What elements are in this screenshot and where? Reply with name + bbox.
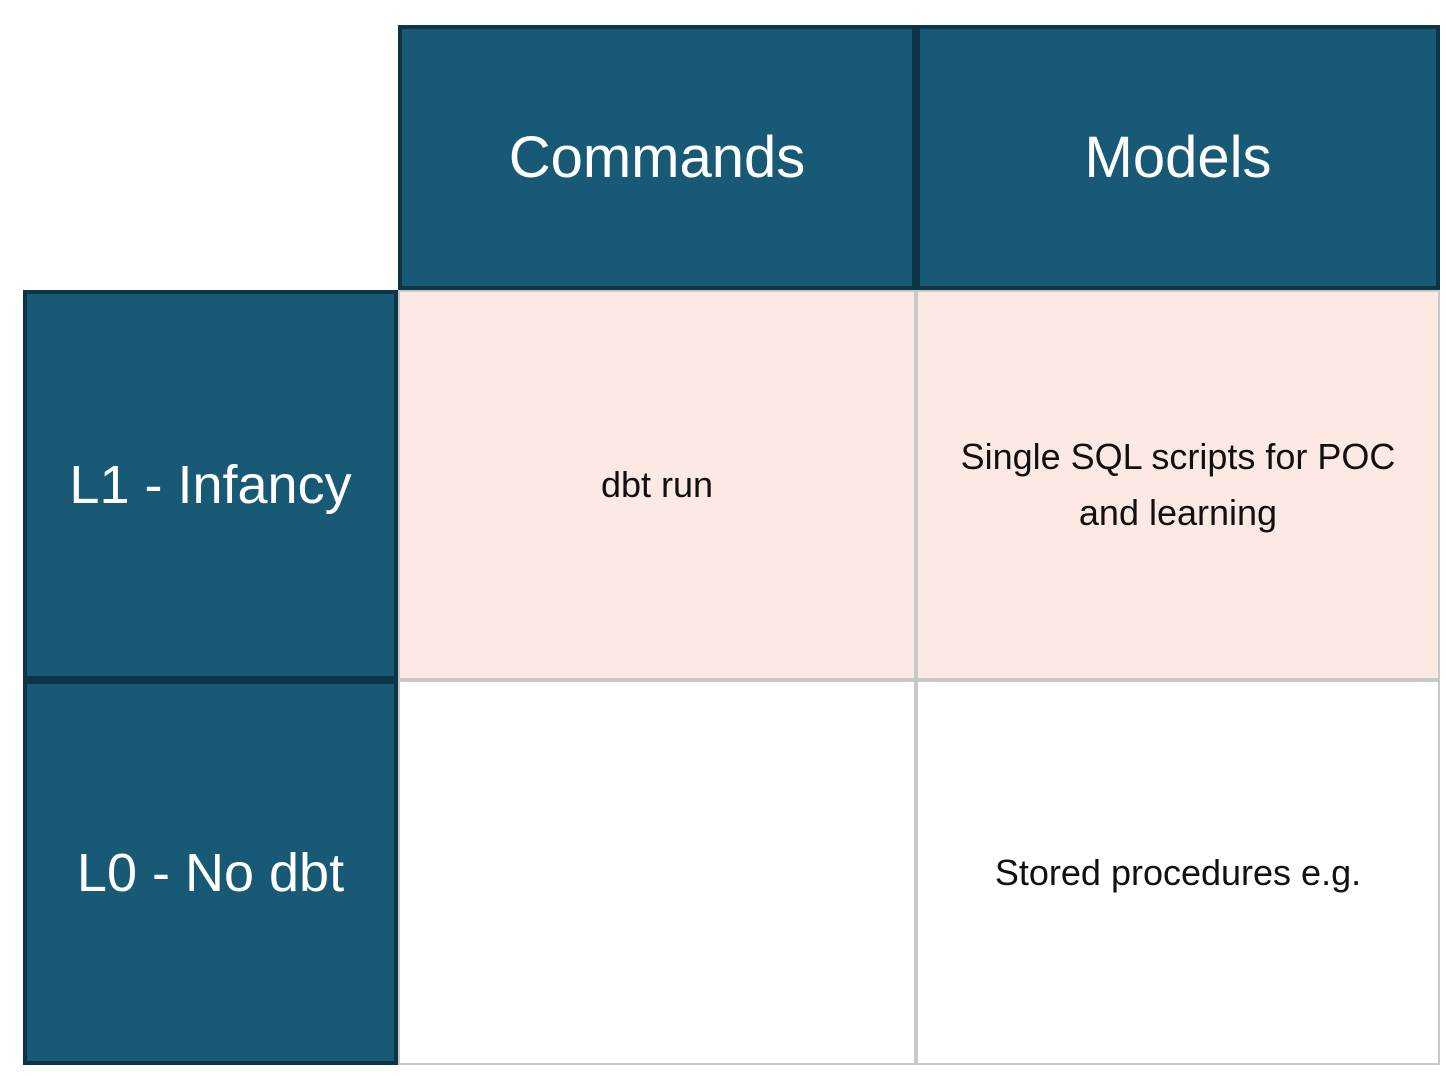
row-header-l1-infancy: L1 - Infancy <box>23 290 398 680</box>
corner-spacer <box>23 25 398 290</box>
maturity-matrix-table: Commands Models L1 - Infancy dbt run Sin… <box>23 25 1440 1065</box>
cell-l1-models: Single SQL scripts for POC and learning <box>916 290 1440 680</box>
cell-l0-commands <box>398 680 916 1065</box>
cell-l0-models: Stored procedures e.g. <box>916 680 1440 1065</box>
cell-l1-commands: dbt run <box>398 290 916 680</box>
column-header-commands: Commands <box>398 25 916 290</box>
row-header-l0-no-dbt: L0 - No dbt <box>23 680 398 1065</box>
column-header-models: Models <box>916 25 1440 290</box>
